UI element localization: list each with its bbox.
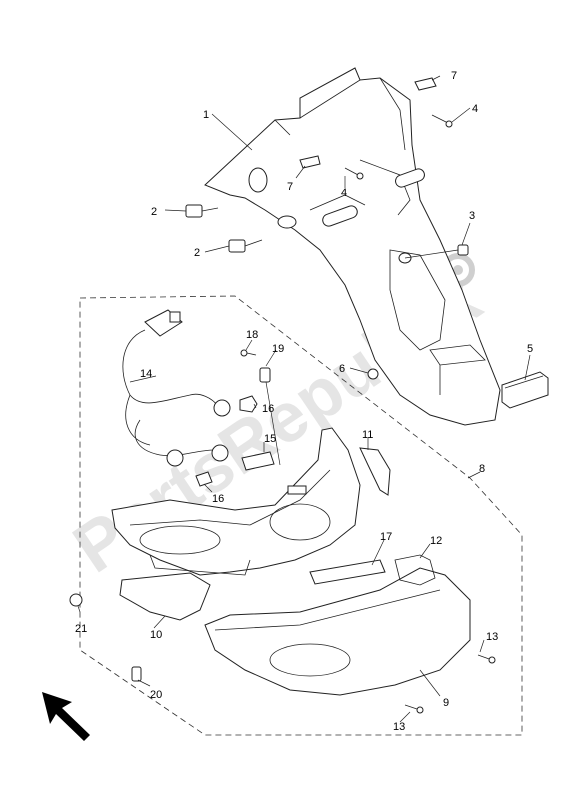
callout-6: 6 <box>339 363 345 375</box>
callout-10: 10 <box>150 629 162 641</box>
wiring-harness <box>122 309 275 487</box>
callout-4-lower: 4 <box>341 187 347 199</box>
clip-7-upper <box>414 77 437 91</box>
rear-fender <box>204 67 501 426</box>
callout-13-upper: 13 <box>486 631 498 643</box>
screw-21 <box>69 593 83 607</box>
callout-9: 9 <box>443 697 449 709</box>
clip-19 <box>259 367 271 383</box>
grommet-6 <box>367 368 379 380</box>
tail-lamp-cover <box>204 567 471 696</box>
assembly-outline <box>79 295 523 736</box>
front-arrow-icon <box>42 692 90 741</box>
callout-11: 11 <box>362 429 373 441</box>
callout-4-upper: 4 <box>472 103 478 115</box>
callout-14: 14 <box>140 368 152 380</box>
lens-11 <box>359 447 391 496</box>
screw-4-lower <box>344 167 364 180</box>
callout-21: 21 <box>75 623 87 635</box>
clip-7-lower <box>299 155 321 169</box>
screw-4-upper <box>431 114 453 128</box>
callout-16-upper: 16 <box>262 403 274 415</box>
rear-reflector <box>501 371 549 409</box>
callout-2-upper: 2 <box>151 206 157 218</box>
callout-7-upper: 7 <box>451 70 457 82</box>
fasteners <box>69 77 496 714</box>
callout-8: 8 <box>479 463 485 475</box>
callout-16-lower: 16 <box>212 493 224 505</box>
callout-15: 15 <box>264 433 276 445</box>
nut-3 <box>457 244 469 256</box>
callout-5: 5 <box>527 343 533 355</box>
bolt-2-lower <box>228 239 263 253</box>
gasket-12 <box>394 554 436 586</box>
tail-lamp-body <box>111 427 361 576</box>
callout-2-lower: 2 <box>194 247 200 259</box>
callout-18: 18 <box>246 329 258 341</box>
callouts: 1 2 2 3 4 4 5 6 7 7 8 9 10 11 12 13 13 1… <box>75 70 533 733</box>
clip-20 <box>131 666 142 682</box>
callout-3: 3 <box>469 210 475 222</box>
lens-10 <box>119 572 211 621</box>
callout-20: 20 <box>150 689 162 701</box>
screw-13-upper <box>477 654 496 664</box>
callout-1: 1 <box>203 109 209 121</box>
callout-19: 19 <box>272 343 284 355</box>
leader-lines <box>77 75 531 723</box>
callout-7-lower: 7 <box>287 181 293 193</box>
label-17 <box>309 559 386 585</box>
bolt-2-upper <box>185 204 219 218</box>
callout-13-lower: 13 <box>393 721 405 733</box>
screw-13-lower <box>404 704 424 714</box>
callout-17: 17 <box>380 531 392 543</box>
callout-12: 12 <box>430 535 442 547</box>
screw-18 <box>240 349 257 357</box>
